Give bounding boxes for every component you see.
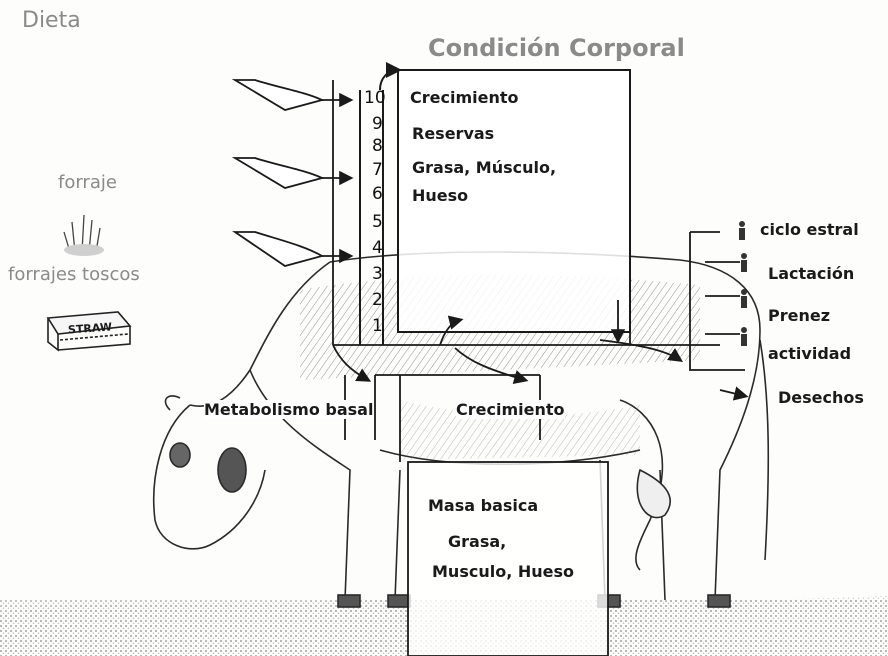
output-estrous-cycle: ciclo estral <box>760 220 859 239</box>
basic-mass-fat: Grasa, <box>448 532 506 551</box>
scale-9: 9 <box>372 114 383 134</box>
output-activity: actividad <box>768 344 851 363</box>
output-pregnancy: Prenez <box>768 306 830 325</box>
condition-reserves: Reservas <box>412 124 494 143</box>
output-lactation: Lactación <box>768 264 854 283</box>
scale-8: 8 <box>372 136 383 156</box>
basic-mass-detail: Musculo, Hueso <box>432 562 574 581</box>
condition-reserves-detail: Grasa, Músculo, <box>412 158 556 177</box>
condition-box <box>360 70 630 345</box>
output-waste: Desechos <box>778 388 864 407</box>
scale-7: 7 <box>372 160 383 180</box>
scale-2: 2 <box>372 290 383 310</box>
scale-1: 1 <box>372 316 383 336</box>
forage-label: forraje <box>58 172 117 193</box>
forage-icon <box>64 215 104 256</box>
rough-forage-label: forrajes toscos <box>8 264 140 285</box>
diet-title: Dieta <box>22 8 81 33</box>
condition-reserves-bone: Hueso <box>412 186 468 205</box>
scale-10: 10 <box>364 88 386 108</box>
scale-3: 3 <box>372 264 383 284</box>
basic-mass-title: Masa basica <box>428 496 538 515</box>
scale-6: 6 <box>372 184 383 204</box>
condition-title: Condición Corporal <box>428 34 685 62</box>
condition-growth: Crecimiento <box>410 88 519 107</box>
intake-arrows <box>235 80 350 345</box>
lower-growth-label: Crecimiento <box>456 400 565 419</box>
scale-4: 4 <box>372 238 383 258</box>
basal-metabolism-label: Metabolismo basal <box>204 400 373 419</box>
scale-5: 5 <box>372 212 383 232</box>
